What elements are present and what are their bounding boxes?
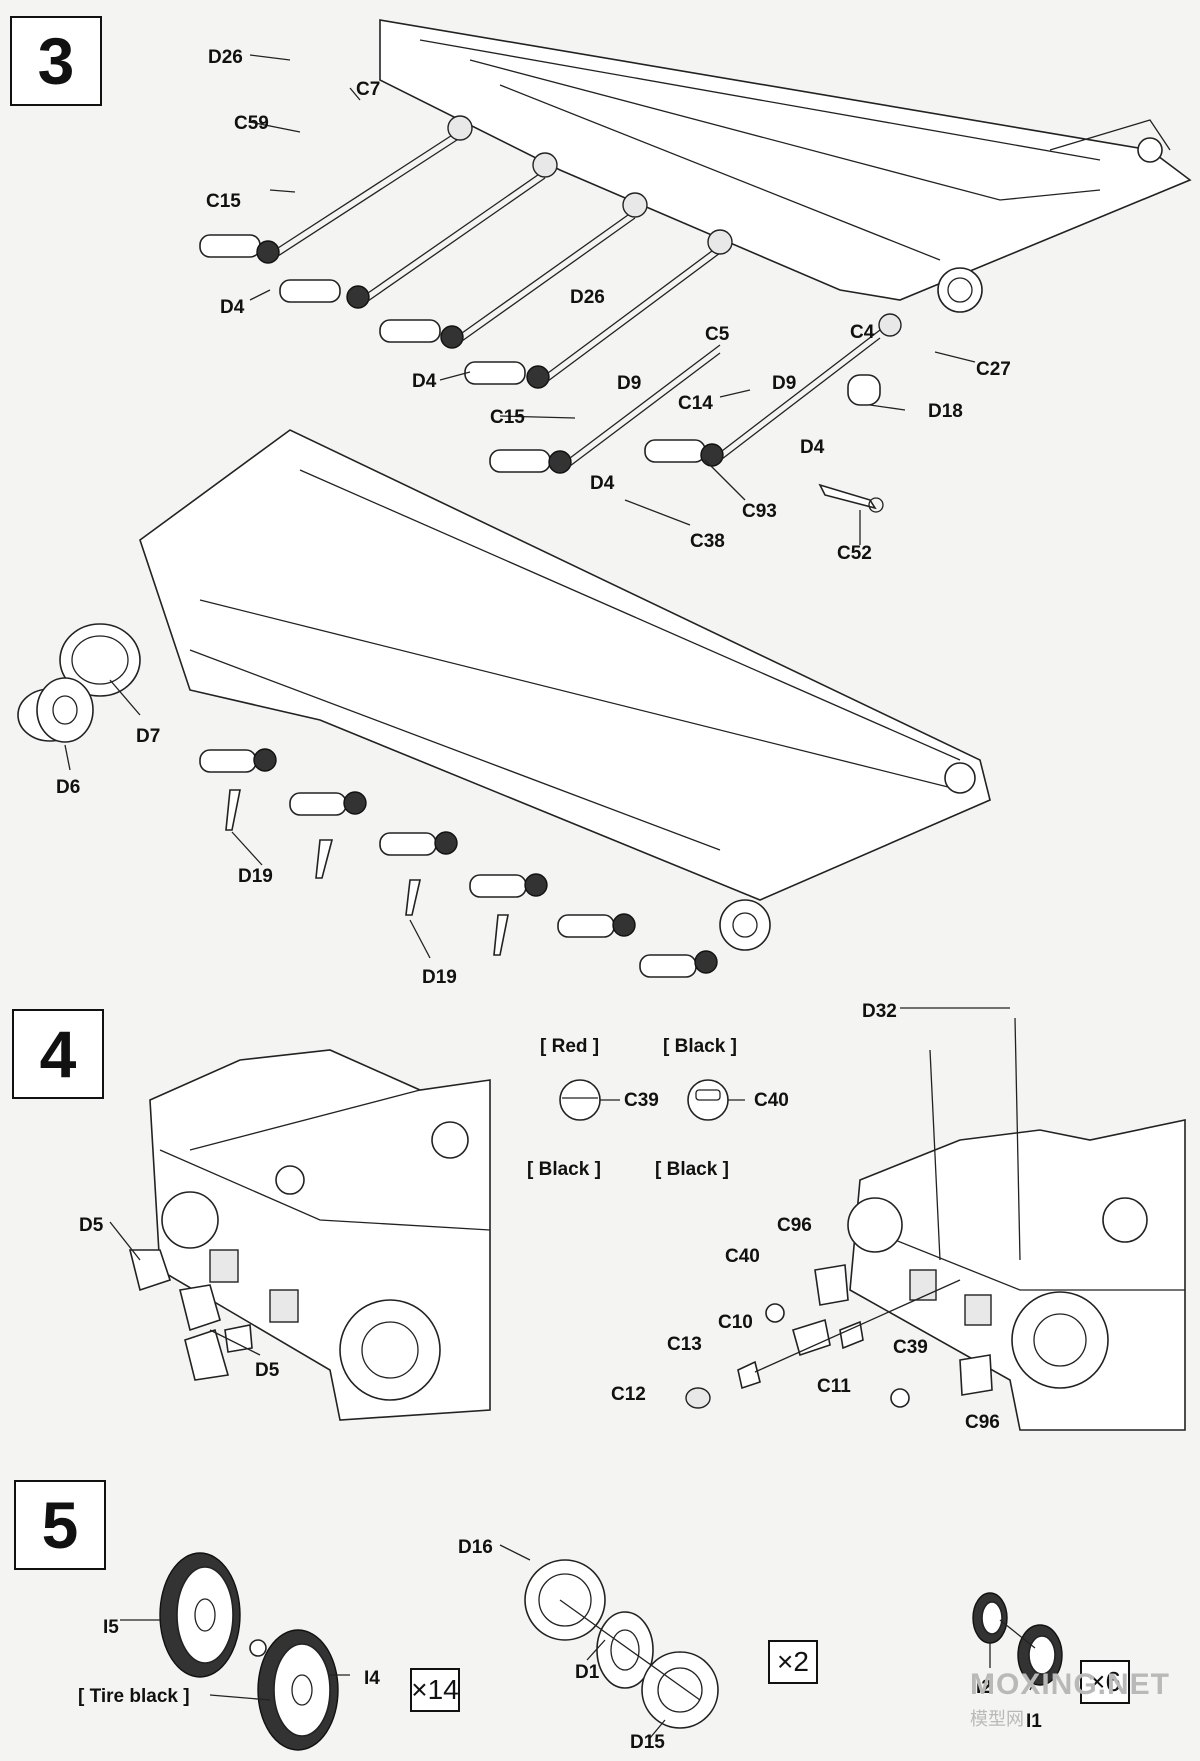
part-label-c15: C15	[206, 191, 241, 212]
part-label-c38: C38	[690, 531, 725, 552]
part-label-c11: C11	[817, 1376, 851, 1397]
part-label-d7: D7	[136, 726, 161, 747]
part-label-c93: C93	[742, 501, 777, 522]
part-label-d4: D4	[590, 473, 615, 494]
part-label-d6: D6	[56, 777, 81, 798]
part-label-c27: C27	[976, 359, 1011, 380]
part-label-c10: C10	[718, 1312, 753, 1333]
part-label-c40: C40	[754, 1090, 789, 1111]
part-label-d5: D5	[255, 1360, 280, 1381]
part-label-c12: C12	[611, 1384, 646, 1405]
color-note-black: [ Black ]	[655, 1159, 729, 1180]
part-label-d16: D16	[458, 1537, 493, 1558]
idler-wheel-assembly	[972, 1592, 1063, 1686]
part-label-i2: I2	[976, 1677, 992, 1698]
color-note-black: [ Black ]	[663, 1036, 737, 1057]
part-label-d1: D1	[575, 1662, 600, 1683]
part-label-d15: D15	[630, 1732, 665, 1753]
part-label-i5: I5	[103, 1617, 119, 1638]
part-label-d18: D18	[928, 401, 963, 422]
part-label-c5: C5	[705, 324, 730, 345]
quantity-x6: ×6	[1080, 1660, 1130, 1704]
part-label-i1: I1	[1026, 1711, 1042, 1732]
part-label-d32: D32	[862, 1001, 897, 1022]
part-label-c13: C13	[667, 1334, 702, 1355]
final-drive-housing	[17, 623, 141, 743]
part-label-c96: C96	[965, 1412, 1000, 1433]
part-label-c4: C4	[850, 322, 875, 343]
step-3-number: 3	[10, 16, 102, 106]
part-label-c14: C14	[678, 393, 713, 414]
part-label-i4: I4	[364, 1668, 380, 1689]
step-4-number: 4	[12, 1009, 104, 1099]
part-label-d19: D19	[238, 866, 273, 887]
quantity-x14: ×14	[410, 1668, 460, 1712]
part-label-c7: C7	[356, 79, 381, 100]
lower-hull-assembled	[139, 429, 991, 951]
hull-front-right	[847, 1119, 1186, 1431]
color-note-tire-black: [ Tire black ]	[78, 1686, 190, 1707]
hull-front-left	[149, 1049, 491, 1421]
watermark-cjk: 模型网	[970, 1709, 1024, 1729]
upper-hull-side	[379, 19, 1192, 313]
part-label-c40: C40	[725, 1246, 760, 1267]
part-label-c96: C96	[777, 1215, 812, 1236]
part-label-d4: D4	[800, 437, 825, 458]
quantity-x2: ×2	[768, 1640, 818, 1684]
part-label-c59: C59	[234, 113, 269, 134]
leader-lines	[64, 54, 1036, 1739]
color-note-black: [ Black ]	[527, 1159, 601, 1180]
upper-suspension-arms	[199, 115, 902, 513]
part-label-d26: D26	[208, 47, 243, 68]
light-brackets	[685, 1017, 1021, 1409]
watermark-logo: MOXING.NET	[970, 1668, 1171, 1701]
part-label-d9: D9	[772, 373, 797, 394]
lower-suspension-arms	[199, 748, 718, 978]
step-5-number: 5	[14, 1480, 106, 1570]
color-note-red: [ Red ]	[540, 1036, 600, 1057]
part-label-d19: D19	[422, 967, 457, 988]
part-label-c52: C52	[837, 543, 872, 564]
part-label-d4: D4	[412, 371, 437, 392]
part-label-c39: C39	[624, 1090, 659, 1111]
sprocket-assembly	[524, 1559, 719, 1729]
d19-brackets	[225, 789, 509, 956]
part-label-c15: C15	[490, 407, 525, 428]
tail-light-parts	[559, 1079, 745, 1121]
part-label-d9: D9	[617, 373, 642, 394]
road-wheel-assembly	[159, 1552, 339, 1751]
part-label-c39: C39	[893, 1337, 928, 1358]
part-label-d5: D5	[79, 1215, 104, 1236]
part-label-d4: D4	[220, 297, 245, 318]
part-label-d26: D26	[570, 287, 605, 308]
